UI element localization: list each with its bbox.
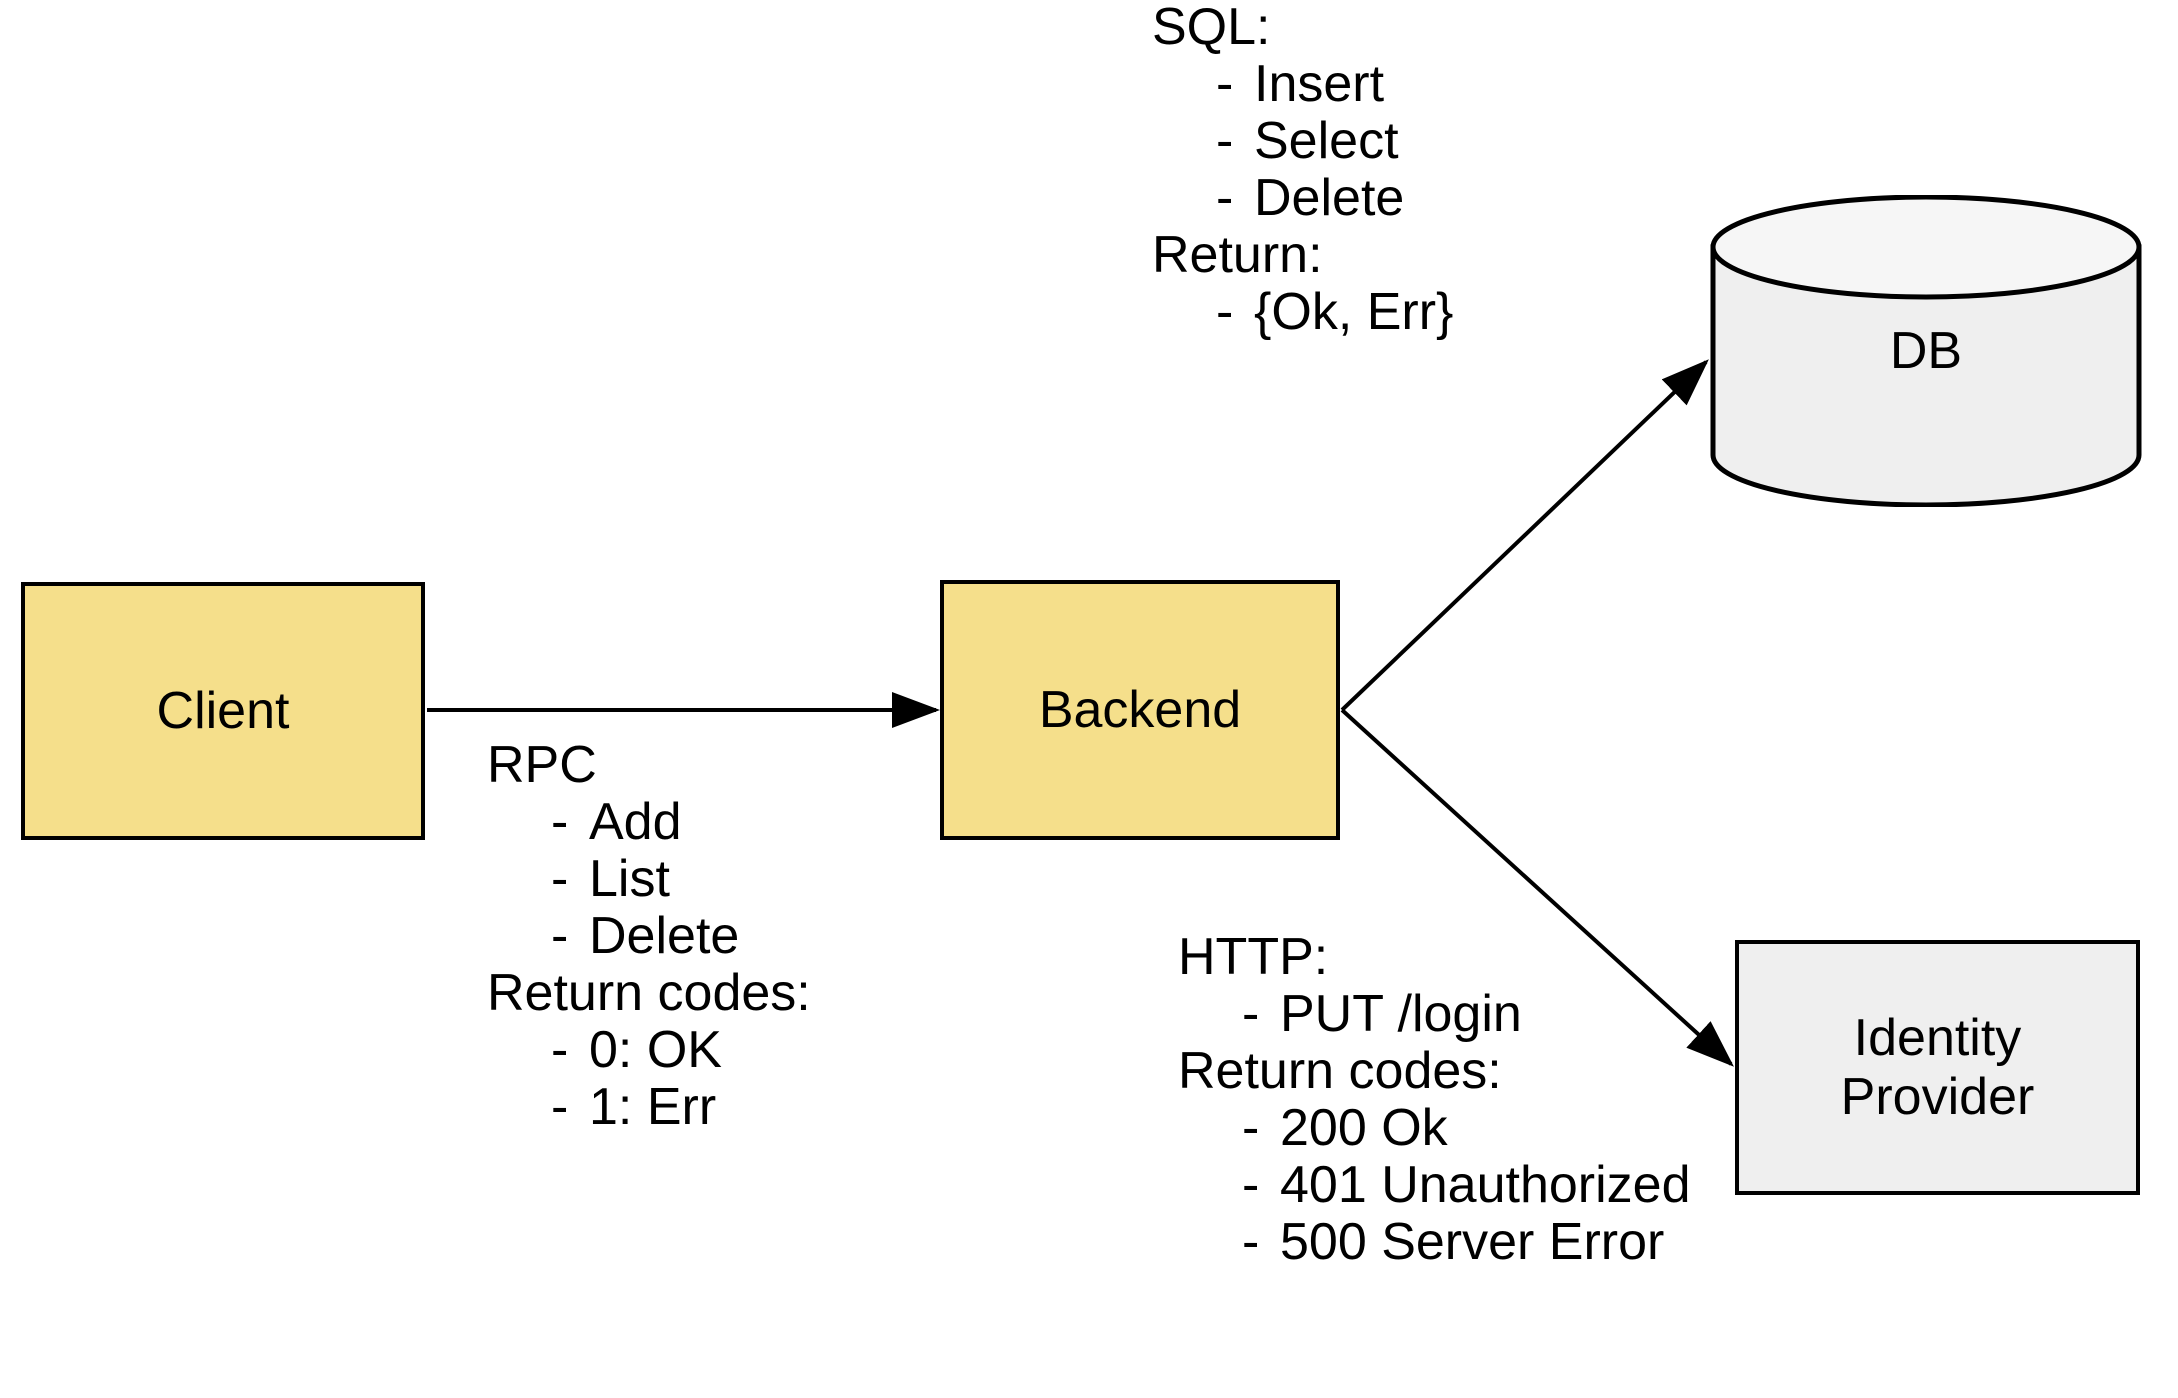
annotation-http-subitem-1: -401 Unauthorized xyxy=(1178,1158,1691,1215)
bullet-dash: - xyxy=(1216,112,1234,170)
annotation-http-heading: HTTP: xyxy=(1178,928,1329,986)
annotation-rpc: RPC -Add -List -Delete Return codes: -0:… xyxy=(487,738,811,1137)
annotation-sql-subitem-0: -{Ok, Err} xyxy=(1152,285,1453,342)
annotation-sql-item-0-text: Insert xyxy=(1254,55,1385,113)
annotation-rpc-subitem-0: -0: OK xyxy=(487,1023,811,1080)
bullet-dash: - xyxy=(551,907,569,965)
bullet-dash: - xyxy=(1242,1099,1260,1157)
annotation-rpc-heading: RPC xyxy=(487,736,597,794)
bullet-dash: - xyxy=(1216,283,1234,341)
node-client[interactable]: Client xyxy=(21,582,425,840)
annotation-sql-item-1: -Select xyxy=(1152,114,1453,171)
node-client-label: Client xyxy=(156,681,290,740)
node-database-label: DB xyxy=(1889,322,1963,380)
annotation-rpc-item-1-text: List xyxy=(589,850,670,908)
bullet-dash: - xyxy=(551,1021,569,1079)
annotation-rpc-item-0: -Add xyxy=(487,795,811,852)
bullet-dash: - xyxy=(551,1078,569,1136)
annotation-rpc-subitem-1-text: 1: Err xyxy=(589,1078,717,1136)
annotation-http-subitem-2-text: 500 Server Error xyxy=(1280,1213,1665,1271)
annotation-rpc-subheading: Return codes: xyxy=(487,964,811,1022)
node-identity-provider-label-line2: Provider xyxy=(1840,1067,2035,1126)
annotation-sql-subheading: Return: xyxy=(1152,226,1323,284)
annotation-sql-item-1-text: Select xyxy=(1254,112,1399,170)
node-identity-provider-label: Identity Provider xyxy=(1841,1009,2035,1125)
annotation-http-subitem-1-text: 401 Unauthorized xyxy=(1280,1156,1691,1214)
annotation-sql-item-0: -Insert xyxy=(1152,57,1453,114)
annotation-sql-item-2-text: Delete xyxy=(1254,169,1405,227)
annotation-http: HTTP: -PUT /login Return codes: -200 Ok … xyxy=(1178,930,1691,1272)
annotation-http-subheading: Return codes: xyxy=(1178,1042,1502,1100)
node-database-label-wrap: DB xyxy=(1710,195,2142,507)
annotation-rpc-item-2-text: Delete xyxy=(589,907,740,965)
annotation-rpc-item-1: -List xyxy=(487,852,811,909)
annotation-http-subitem-0-text: 200 Ok xyxy=(1280,1099,1448,1157)
annotation-sql-heading: SQL: xyxy=(1152,0,1271,56)
node-identity-provider-label-line1: Identity xyxy=(1853,1009,2022,1068)
annotation-rpc-item-2: -Delete xyxy=(487,909,811,966)
bullet-dash: - xyxy=(1242,1213,1260,1271)
node-identity-provider[interactable]: Identity Provider xyxy=(1735,940,2140,1195)
bullet-dash: - xyxy=(1216,55,1234,113)
node-backend-label: Backend xyxy=(1038,680,1242,739)
annotation-http-subitem-0: -200 Ok xyxy=(1178,1101,1691,1158)
annotation-sql-item-2: -Delete xyxy=(1152,171,1453,228)
bullet-dash: - xyxy=(1242,985,1260,1043)
bullet-dash: - xyxy=(551,850,569,908)
edge-backend-to-db xyxy=(1340,359,1709,712)
node-backend[interactable]: Backend xyxy=(940,580,1340,840)
node-database[interactable]: DB xyxy=(1710,195,2142,507)
database-cylinder-icon xyxy=(1710,195,2142,507)
annotation-http-item-0-text: PUT /login xyxy=(1280,985,1522,1043)
annotation-rpc-item-0-text: Add xyxy=(589,793,682,851)
annotation-rpc-subitem-1: -1: Err xyxy=(487,1080,811,1137)
bullet-dash: - xyxy=(1216,169,1234,227)
annotation-sql-subitem-0-text: {Ok, Err} xyxy=(1254,283,1454,341)
annotation-http-item-0: -PUT /login xyxy=(1178,987,1691,1044)
annotation-sql: SQL: -Insert -Select -Delete Return: -{O… xyxy=(1152,0,1453,342)
bullet-dash: - xyxy=(551,793,569,851)
annotation-rpc-subitem-0-text: 0: OK xyxy=(589,1021,722,1079)
annotation-http-subitem-2: -500 Server Error xyxy=(1178,1215,1691,1272)
bullet-dash: - xyxy=(1242,1156,1260,1214)
